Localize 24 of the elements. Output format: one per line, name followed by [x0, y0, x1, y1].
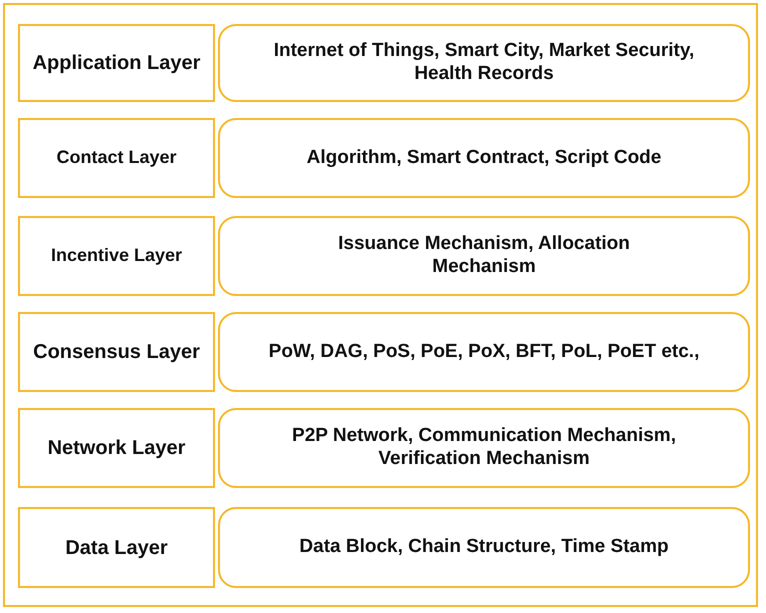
layer-name: Application Layer: [32, 51, 200, 75]
layer-name: Data Layer: [65, 536, 168, 560]
layer-name-box: [18, 216, 215, 296]
layer-description: Algorithm, Smart Contract, Script Code: [306, 146, 662, 170]
layer-content-box: [218, 312, 750, 392]
layer-name: Network Layer: [48, 436, 186, 460]
layer-name-box: [18, 24, 215, 102]
layer-content-box: [218, 507, 750, 588]
layer-description: Data Block, Chain Structure, Time Stamp: [299, 536, 669, 559]
layer-name: Consensus Layer: [33, 340, 200, 364]
layer-name-box: [18, 408, 215, 488]
layer-content-box: [218, 118, 750, 198]
layer-description: PoW, DAG, PoS, PoE, PoX, BFT, PoL, PoET etc.,: [268, 340, 700, 364]
layer-name: Contact Layer: [56, 147, 177, 169]
layer-content-box: [218, 216, 750, 296]
layer-name: Incentive Layer: [50, 245, 182, 267]
layer-name-box: [18, 312, 215, 392]
layer-description: Issuance Mechanism, Allocation Mechanism: [337, 233, 631, 279]
layer-name-box: [18, 118, 215, 198]
layer-name-box: [18, 507, 215, 588]
layer-content-box: [218, 408, 750, 488]
layer-content-box: [218, 24, 750, 102]
layer-description: Internet of Things, Smart City, Market Security, Health Records: [272, 40, 696, 86]
layer-description: P2P Network, Communication Mechanism, Verification Mechanism: [291, 425, 677, 471]
